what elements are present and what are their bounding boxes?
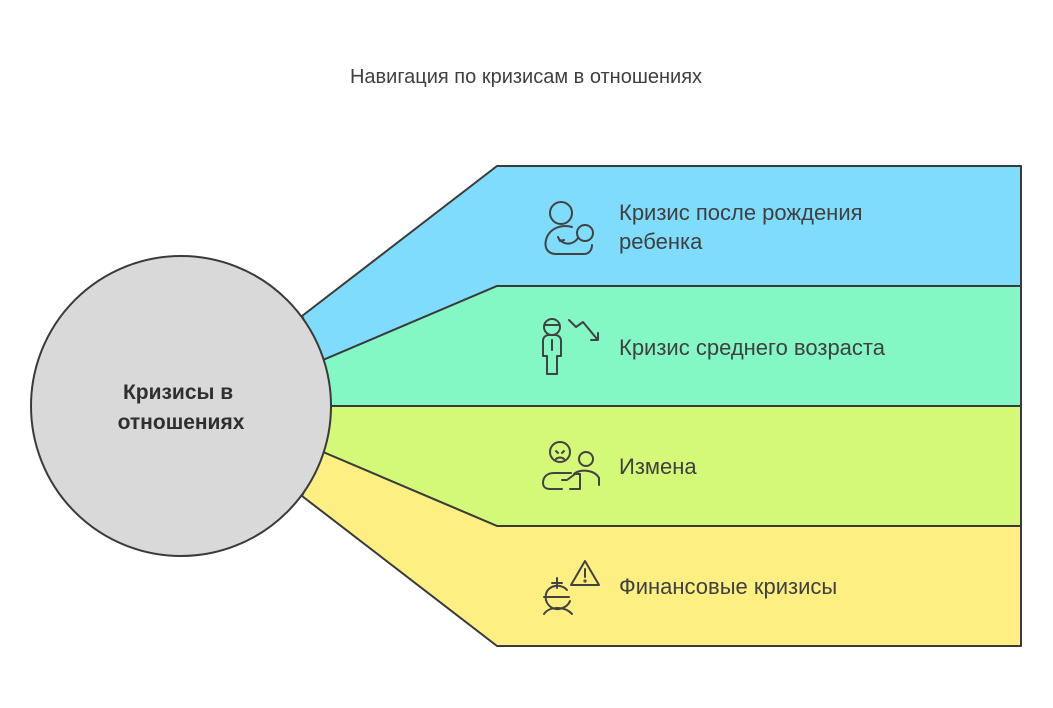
diagram-title: Навигация по кризисам в отношениях: [350, 66, 702, 88]
parent-with-baby-icon: [544, 201, 594, 255]
branch-label-financial: Финансовые кризисы: [619, 574, 837, 599]
person-warning-icon: [543, 560, 600, 615]
central-circle: [30, 255, 332, 557]
branch-infidelity: Измена: [322, 405, 1022, 527]
branch-label-childbirth: Кризис после рождения ребенка: [619, 200, 869, 254]
branch-label-midlife: Кризис среднего возраста: [619, 335, 886, 360]
central-label: Кризисы в отношениях: [118, 381, 245, 434]
infidelity-people-icon: [542, 441, 600, 490]
branch-midlife-crisis: Кризис среднего возраста: [322, 285, 1022, 407]
central-topic: Кризисы в отношениях: [30, 255, 332, 557]
person-decline-icon: [542, 318, 599, 375]
branch-label-infidelity: Измена: [619, 454, 697, 479]
branch-childbirth-crisis: Кризис после рождения ребенка: [301, 165, 1022, 361]
branch-financial-crisis: Финансовые кризисы: [301, 451, 1022, 647]
